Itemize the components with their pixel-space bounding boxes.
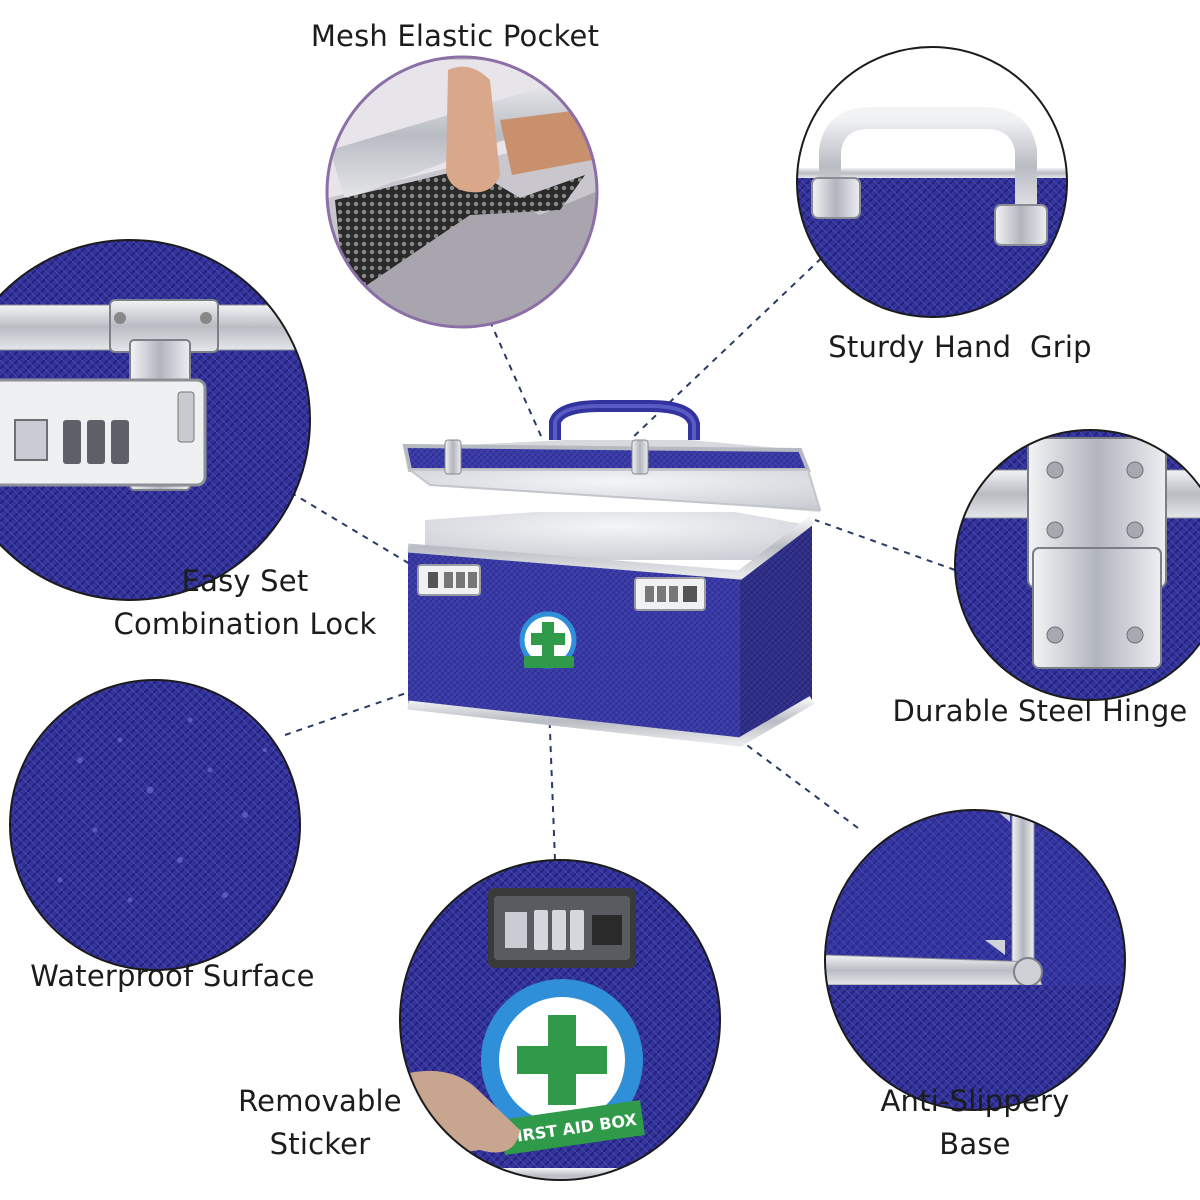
label-steel-hinge: Durable Steel Hinge [880, 690, 1200, 733]
label-combination-lock-line2: Combination Lock [113, 607, 377, 641]
label-sticker: Removable Sticker [200, 1080, 440, 1166]
label-waterproof-text: Waterproof Surface [30, 959, 315, 993]
steel-hinge-image [955, 430, 1200, 700]
mesh-pocket-image [327, 57, 597, 327]
label-base: Anti-Slippery Base [850, 1080, 1100, 1166]
label-sticker-line2: Sticker [269, 1127, 371, 1161]
hand-grip-image [797, 47, 1067, 317]
label-combination-lock: Easy Set Combination Lock [90, 560, 400, 646]
label-base-line1: Anti-Slippery [880, 1084, 1070, 1118]
connector-mesh [484, 309, 566, 491]
label-steel-hinge-text: Durable Steel Hinge [892, 694, 1188, 728]
anti-slippery-base-image [825, 810, 1125, 1110]
label-combination-lock-line1: Easy Set [181, 564, 309, 598]
label-waterproof: Waterproof Surface [5, 955, 340, 998]
combination-lock-image [0, 240, 310, 600]
label-hand-grip: Sturdy Hand Grip [800, 326, 1120, 369]
waterproof-surface-image [10, 680, 300, 970]
connector-hinge [814, 519, 956, 571]
label-hand-grip-text: Sturdy Hand Grip [828, 330, 1092, 364]
connector-water [284, 689, 416, 736]
removable-sticker-image: FIRST AID BOX [400, 860, 720, 1180]
connector-base [739, 739, 859, 829]
first-aid-case-image [402, 400, 822, 747]
label-mesh-pocket: Mesh Elastic Pocket [270, 15, 640, 58]
label-sticker-line1: Removable [238, 1084, 402, 1118]
label-mesh-pocket-text: Mesh Elastic Pocket [310, 19, 600, 53]
connector-lock [269, 479, 421, 571]
label-base-line2: Base [939, 1127, 1011, 1161]
